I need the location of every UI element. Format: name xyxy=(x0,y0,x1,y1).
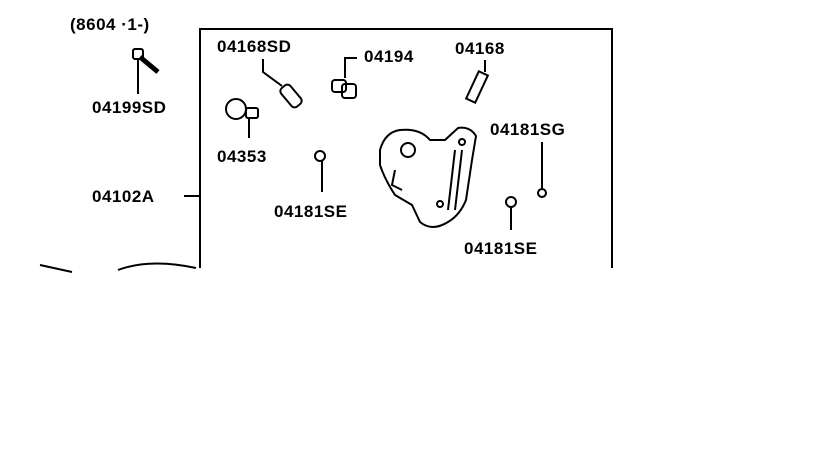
part-label-pin: 04168 xyxy=(455,39,505,58)
part-label-bolt: 04199SD xyxy=(92,98,167,117)
part-label-cap-se-left: 04181SE xyxy=(274,202,348,221)
part-label-switch: 04353 xyxy=(217,147,267,166)
pin-sd-icon xyxy=(262,59,303,109)
switch-icon xyxy=(225,98,259,138)
part-label-plug: 04194 xyxy=(364,47,414,66)
housing-icon xyxy=(379,126,478,228)
header-code: (8604 ·1-) xyxy=(70,15,150,34)
part-label-assembly: 04102A xyxy=(92,187,155,206)
cap-sg-icon xyxy=(537,142,547,198)
cap-se-left-icon xyxy=(314,150,326,192)
part-label-cap-sg: 04181SG xyxy=(490,120,566,139)
part-label-cap-se-right: 04181SE xyxy=(464,239,538,258)
part-label-pin-sd: 04168SD xyxy=(217,37,292,56)
plug-icon xyxy=(331,57,357,99)
pin-icon xyxy=(464,60,490,105)
bolt-icon xyxy=(132,48,160,94)
cap-se-right-icon xyxy=(505,196,517,230)
assembly-box xyxy=(199,28,613,268)
adjacent-part-outline xyxy=(39,262,197,273)
